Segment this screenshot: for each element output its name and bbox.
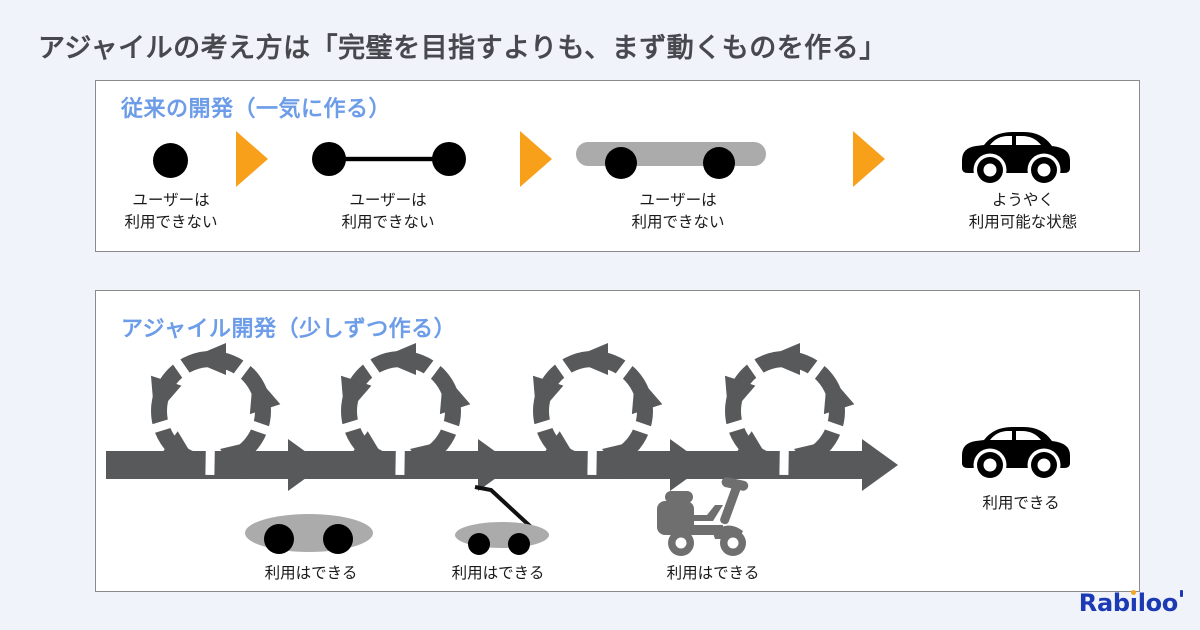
traditional-development-panel: 従来の開発（一気に作る） ユーザーは 利用できない ユーザーは 利用できない ユ… (95, 80, 1140, 252)
motor-scooter-icon (657, 477, 749, 556)
logo-text: Rab (1078, 589, 1130, 617)
next-step-arrow-icon (236, 131, 268, 187)
trademark-icon (1180, 590, 1183, 597)
car-icon (954, 413, 1078, 483)
next-step-arrow-icon (520, 131, 552, 187)
deliverable-label: 利用はできる (264, 564, 358, 582)
page-title: アジャイルの考え方は「完璧を目指すよりも、まず動くものを作る」 (38, 33, 887, 64)
agile-panel-header: アジャイル開発（少しずつ作る） (121, 317, 457, 342)
sprint-loop-icon (680, 343, 900, 493)
sprint-loop-icon (106, 343, 326, 493)
step-label: ユーザーは 利用できない (631, 191, 725, 232)
step-label: ようやく 利用可能な状態 (968, 191, 1078, 232)
logo-i-dot-icon (1131, 590, 1137, 595)
logo-letter-i: ı (1129, 589, 1138, 617)
deliverable-label: 利用はできる (666, 564, 760, 582)
step-label: ユーザーは 利用できない (341, 191, 435, 232)
axle-with-wheels-icon (312, 142, 466, 176)
next-step-arrow-icon (853, 131, 885, 187)
sprint-loop-icon (296, 343, 516, 493)
wheel-icon (153, 143, 188, 178)
skateboard-icon (245, 514, 373, 554)
chassis-with-wheels-icon (576, 142, 766, 179)
deliverable-label: 利用はできる (451, 564, 545, 582)
logo-text: loo (1137, 589, 1179, 617)
step-label: ユーザーは 利用できない (124, 191, 218, 232)
deliverable-label: 利用できる (982, 494, 1060, 512)
traditional-panel-header: 従来の開発（一気に作る） (121, 97, 392, 122)
kick-scooter-icon (455, 485, 549, 555)
sprint-loop-icon (488, 343, 708, 493)
agile-development-panel: アジャイル開発（少しずつ作る） 利用はできる 利用はできる 利用はできる 利 (95, 290, 1140, 592)
car-icon (954, 118, 1078, 188)
